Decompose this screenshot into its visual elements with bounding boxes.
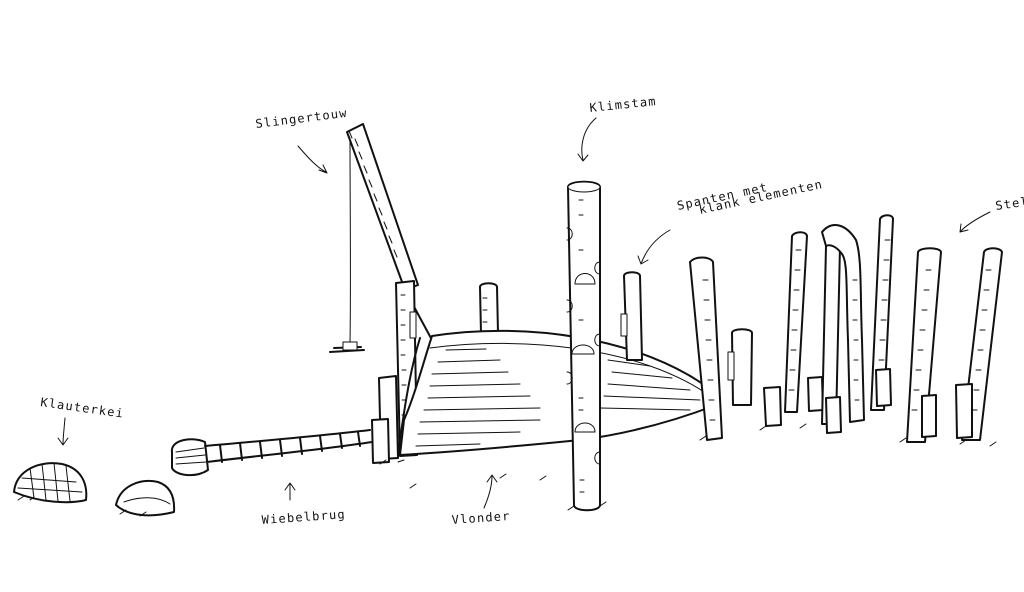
wobble-bridge <box>170 429 373 476</box>
arrow-spanten <box>637 229 671 265</box>
climbing-boulders <box>13 462 176 517</box>
arrow-klauterkei <box>57 417 69 446</box>
ground-texture <box>17 423 997 517</box>
label-klauterkei: Klauterkei <box>40 395 125 421</box>
label-stel: Stel <box>994 194 1024 213</box>
label-klimstam: Klimstam <box>589 94 658 115</box>
frame-posts <box>620 214 1003 443</box>
label-vlonder: Vlonder <box>451 509 511 527</box>
deck-posts-left <box>371 280 499 464</box>
arrow-slingertouw <box>297 145 328 174</box>
arrow-stel <box>959 211 991 233</box>
deck-platform <box>397 329 717 456</box>
label-slingertouw: Slingertouw <box>255 106 349 131</box>
climbing-trunk <box>566 180 601 512</box>
arrow-klimstam <box>577 117 597 162</box>
label-wiebelbrug: Wiebelbrug <box>261 507 346 527</box>
arrow-wiebelbrug <box>284 482 296 501</box>
annotation-arrows <box>57 117 991 509</box>
swing-pole <box>329 123 433 353</box>
arrow-vlonder <box>483 474 498 509</box>
